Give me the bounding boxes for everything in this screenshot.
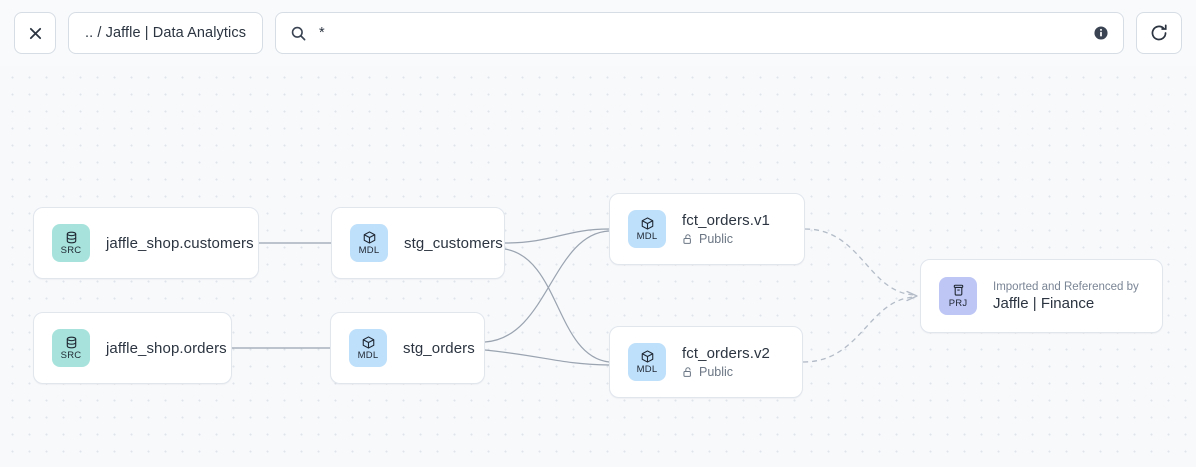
breadcrumb[interactable]: .. / Jaffle | Data Analytics <box>68 12 264 54</box>
close-button[interactable] <box>14 12 56 54</box>
search-field[interactable]: * <box>275 12 1124 54</box>
lineage-canvas[interactable]: SRC jaffle_shop.customers SRC jaffle_sho… <box>0 66 1196 467</box>
top-toolbar: .. / Jaffle | Data Analytics * <box>0 0 1196 66</box>
node-text: jaffle_shop.orders <box>106 339 227 357</box>
unlock-icon <box>682 233 694 245</box>
node-title: stg_orders <box>403 339 475 357</box>
node-title: jaffle_shop.customers <box>106 234 254 252</box>
node-stg-customers[interactable]: MDL stg_customers <box>331 207 505 279</box>
badge-kind-label: MDL <box>358 245 380 257</box>
node-text: fct_orders.v2 Public <box>682 345 770 379</box>
badge-kind-label: SRC <box>60 245 82 257</box>
refresh-icon <box>1149 23 1169 43</box>
node-jaffle-shop-orders[interactable]: SRC jaffle_shop.orders <box>33 312 232 384</box>
node-jaffle-shop-customers[interactable]: SRC jaffle_shop.customers <box>33 207 259 279</box>
node-title: Jaffle | Finance <box>993 294 1095 312</box>
badge-kind-label: MDL <box>636 364 658 376</box>
node-text: jaffle_shop.customers <box>106 234 254 252</box>
badge-kind-label: PRJ <box>948 298 968 310</box>
badge-mdl: MDL <box>628 210 666 248</box>
badge-mdl: MDL <box>350 224 388 262</box>
node-text: stg_customers <box>404 234 503 252</box>
node-fct-orders-v2[interactable]: MDL fct_orders.v2 Public <box>609 326 803 398</box>
node-visibility-label: Public <box>699 365 734 379</box>
node-text: stg_orders <box>403 339 475 357</box>
node-title: jaffle_shop.orders <box>106 339 227 357</box>
badge-kind-label: MDL <box>357 350 379 362</box>
lineage-edges <box>232 228 918 366</box>
cube-icon <box>361 335 376 350</box>
badge-mdl: MDL <box>628 343 666 381</box>
breadcrumb-label: .. / Jaffle | Data Analytics <box>85 25 247 41</box>
refresh-button[interactable] <box>1136 12 1182 54</box>
edge-fct-v2-to-project <box>802 296 917 363</box>
node-visibility: Public <box>682 232 770 246</box>
node-project-jaffle-finance[interactable]: PRJ Imported and Referenced by Jaffle | … <box>920 259 1163 333</box>
node-visibility-label: Public <box>699 232 734 246</box>
edge-stg-customers-to-fct-v2 <box>504 248 610 363</box>
badge-mdl: MDL <box>349 329 387 367</box>
node-title: fct_orders.v1 <box>682 212 771 229</box>
cube-icon <box>362 230 377 245</box>
cube-icon <box>640 349 655 364</box>
edge-arrowhead-project <box>906 290 918 302</box>
node-caption: Imported and Referenced by <box>993 280 1139 293</box>
cube-icon <box>640 216 655 231</box>
node-fct-orders-v1[interactable]: MDL fct_orders.v1 Public <box>609 193 805 265</box>
node-title: stg_customers <box>404 234 503 252</box>
node-stg-orders[interactable]: MDL stg_orders <box>330 312 485 384</box>
node-visibility: Public <box>682 365 770 379</box>
node-title: fct_orders.v2 <box>682 345 771 362</box>
database-icon <box>64 335 79 350</box>
edge-stg-orders-to-fct-v2 <box>484 349 610 366</box>
edge-stg-customers-to-fct-v1 <box>504 228 610 244</box>
search-icon <box>290 25 307 42</box>
badge-src: SRC <box>52 224 90 262</box>
node-text: Imported and Referenced by Jaffle | Fina… <box>993 281 1139 312</box>
close-icon <box>27 25 44 42</box>
archive-box-icon <box>951 283 966 298</box>
badge-kind-label: SRC <box>60 350 82 362</box>
badge-src: SRC <box>52 329 90 367</box>
unlock-icon <box>682 366 694 378</box>
badge-prj: PRJ <box>939 277 977 315</box>
info-icon[interactable] <box>1093 25 1109 41</box>
node-text: fct_orders.v1 Public <box>682 212 770 246</box>
search-input[interactable]: * <box>319 25 325 41</box>
database-icon <box>64 230 79 245</box>
badge-kind-label: MDL <box>636 231 658 243</box>
edge-fct-v1-to-project <box>804 228 917 296</box>
edge-stg-orders-to-fct-v1 <box>484 230 610 343</box>
